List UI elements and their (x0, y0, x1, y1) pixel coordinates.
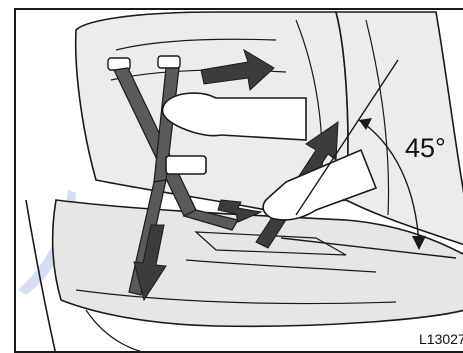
figure-reference-code: L13027 (419, 332, 463, 346)
illustration-frame: 45° L13027 (14, 8, 463, 353)
seat-belt-illustration (16, 10, 463, 353)
harness-buckle (166, 156, 206, 174)
seat-left-edge (26, 200, 56, 353)
angle-label: 45° (405, 135, 446, 162)
